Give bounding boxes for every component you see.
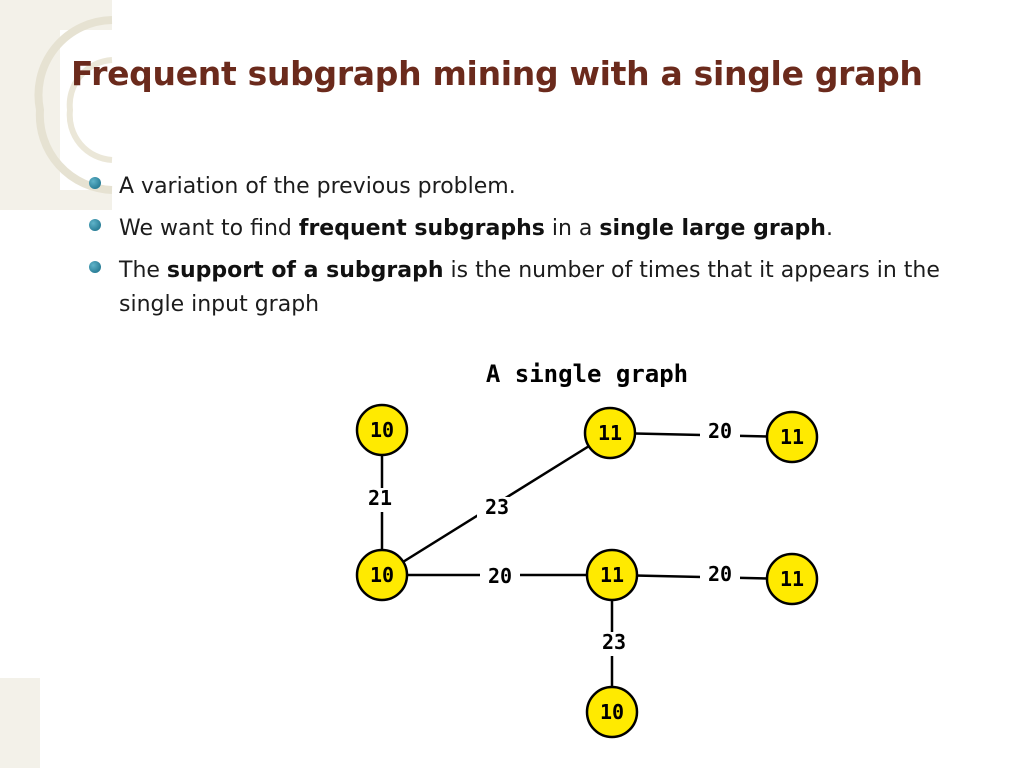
node-label: 11: [600, 563, 624, 587]
graph-node: 11: [765, 410, 819, 464]
node-label: 11: [780, 567, 804, 591]
slide-title: Frequent subgraph mining with a single g…: [71, 54, 923, 93]
edge-label: 20: [708, 419, 732, 443]
node-circle: [355, 403, 409, 457]
bullet-item: A variation of the previous problem.: [88, 170, 968, 204]
bullet-item: The support of a subgraph is the number …: [88, 254, 968, 322]
bullet-icon: [89, 261, 101, 273]
bullet-emphasis: frequent subgraphs: [298, 216, 545, 241]
bullet-text: A variation of the previous problem.: [119, 174, 516, 199]
edge-label-background: [594, 632, 634, 656]
graph-node: 11: [583, 406, 637, 460]
node-circle: [585, 685, 639, 739]
graph-title: A single graph: [486, 360, 688, 388]
graph-edge: 21: [360, 430, 400, 575]
graph-edge: 20: [609, 419, 793, 445]
bullet-emphasis: support of a subgraph: [166, 258, 444, 283]
node-circle: [583, 406, 637, 460]
bullet-item: We want to find frequent subgraphs in a …: [88, 212, 968, 246]
graph-edge: 23: [381, 431, 611, 577]
node-circle: [355, 548, 409, 602]
bullet-text: is the number of times that it appears i…: [119, 258, 940, 317]
graph-node: 10: [585, 685, 639, 739]
edge-label: 23: [602, 630, 626, 654]
node-label: 11: [780, 425, 804, 449]
edge-label-background: [700, 564, 740, 588]
graph-edge: 23: [594, 575, 634, 712]
edge-label-background: [700, 421, 740, 445]
edge-label: 20: [488, 564, 512, 588]
bullet-icon: [89, 177, 101, 189]
graph-node: 10: [355, 548, 409, 602]
nodes-layer: 10 10 11 11 11 11 10: [355, 403, 819, 739]
edge-label: 23: [485, 495, 509, 519]
edge-label-background: [480, 566, 520, 590]
node-circle: [765, 552, 819, 606]
graph-node: 11: [585, 548, 639, 602]
graph-diagram: A single graph 21 23 20 20 20 23 10 10 11 11 11 11…: [355, 360, 819, 739]
node-circle: [765, 410, 819, 464]
node-label: 10: [370, 563, 394, 587]
corner-decoration-bottom: [0, 678, 40, 768]
edge-label: 21: [368, 486, 392, 510]
graph-edge: 20: [611, 562, 793, 588]
bullet-text: The: [119, 258, 167, 283]
corner-decoration: [0, 0, 113, 210]
bullet-list: A variation of the previous problem. We w…: [88, 170, 968, 330]
node-label: 11: [598, 421, 622, 445]
node-circle: [585, 548, 639, 602]
bullet-emphasis: single large graph: [599, 216, 826, 241]
edge-label-background: [360, 488, 400, 512]
bullet-text: .: [825, 216, 833, 241]
edge-label-background: [477, 497, 517, 521]
graph-node: 11: [765, 552, 819, 606]
node-label: 10: [370, 418, 394, 442]
bullet-text: We want to find: [119, 216, 299, 241]
edge-label: 20: [708, 562, 732, 586]
bullet-icon: [89, 219, 101, 231]
bullet-text: in a: [544, 216, 600, 241]
graph-edge: 20: [382, 564, 612, 590]
edges-layer: 21 23 20 20 20 23: [360, 419, 793, 712]
graph-node: 10: [355, 403, 409, 457]
node-label: 10: [600, 700, 624, 724]
